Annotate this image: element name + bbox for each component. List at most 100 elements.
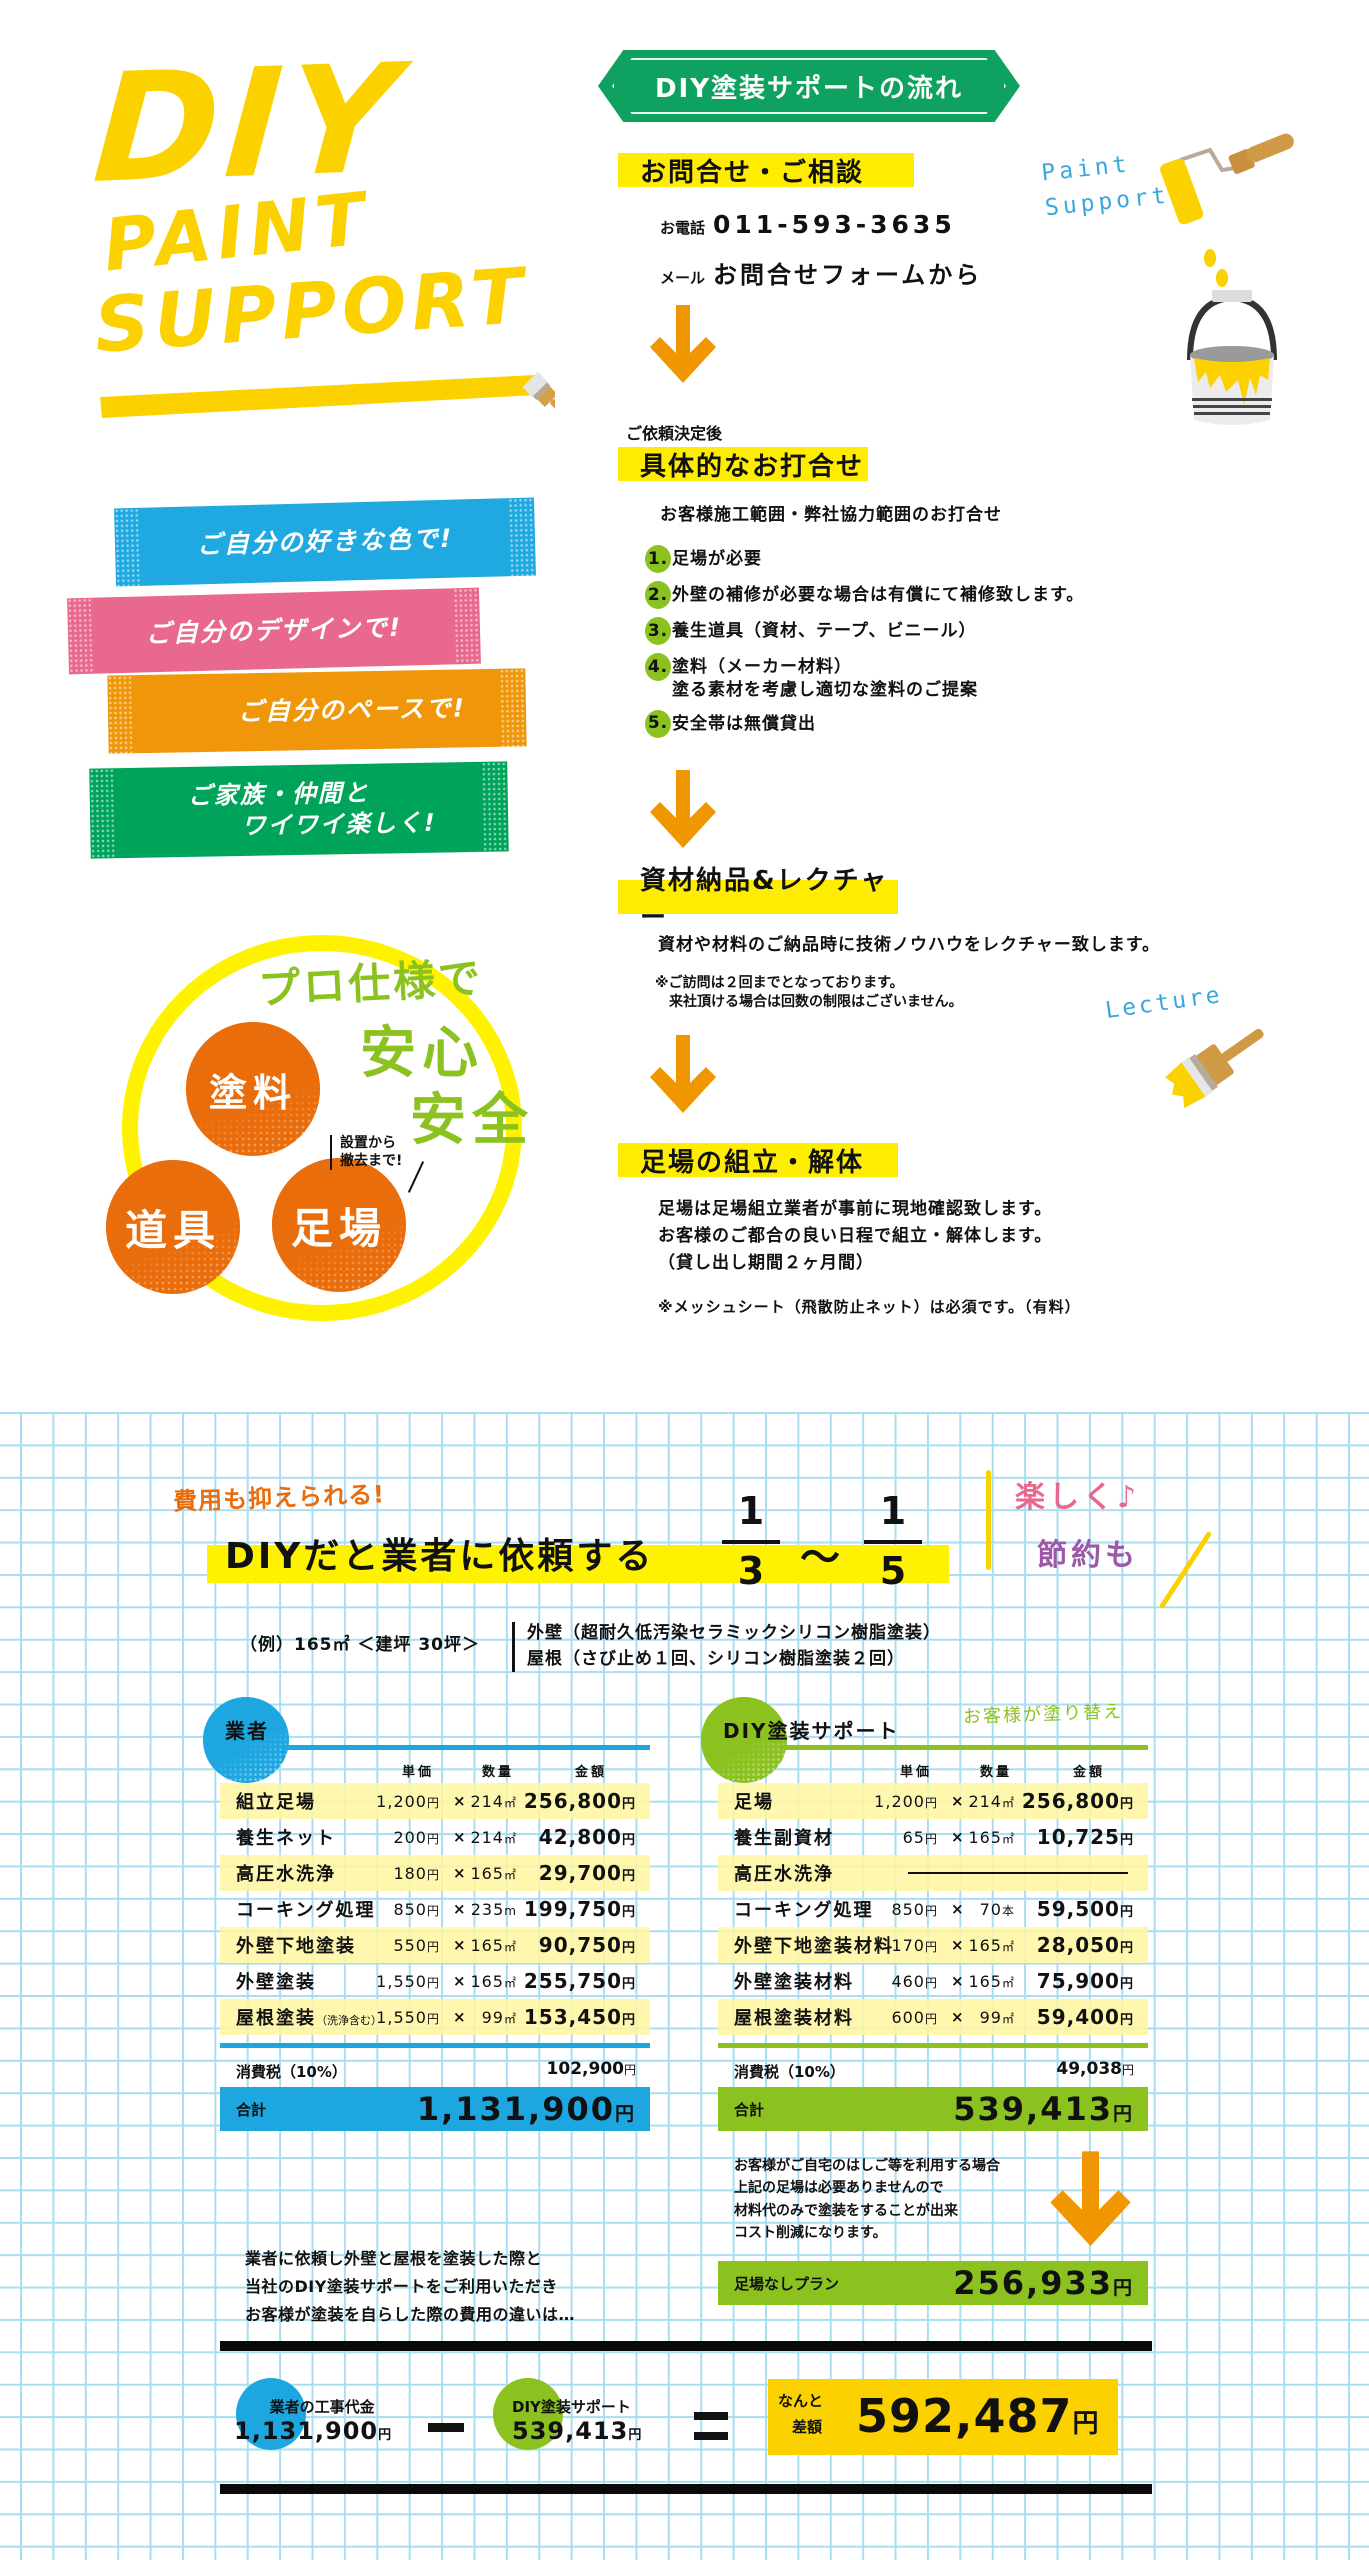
yen-unit: 円	[426, 2011, 440, 2026]
times-sign: ×	[951, 1936, 964, 1954]
total-value: 539,413円	[953, 2090, 1134, 2128]
amount: 29,700円	[539, 1861, 636, 1885]
diy-total-rule	[718, 2043, 1148, 2048]
diy-cost-circle	[493, 2378, 563, 2450]
badge-item-paint: 塗料	[186, 1022, 320, 1156]
yen-unit: 円	[1119, 1905, 1134, 1920]
unit-price: 460円	[891, 1972, 938, 1991]
example-roof-spec: 屋根（さび止め１回、シリコン樹脂塗装２回）	[527, 1649, 905, 1670]
step3-note-line2: 来社頂ける場合は回数の制限はございません。	[669, 993, 963, 1010]
yen-unit: 円	[628, 2428, 643, 2443]
amount-value: 59,500	[1036, 1897, 1120, 1921]
times-sign: ×	[951, 2008, 964, 2026]
yen-unit: 円	[426, 1903, 440, 1918]
contact-form-link[interactable]: お問合せフォームから	[713, 261, 983, 289]
minus-sign	[428, 2423, 464, 2432]
flow-arrow-down-icon	[650, 770, 716, 848]
unit-price-value: 600	[891, 2007, 925, 2027]
diy-ladder-note: お客様がご自宅のはしご等を利用する場合 上記の足場は必要ありませんので 材料代の…	[734, 2155, 1000, 2245]
equation-top-rule	[220, 2341, 1152, 2351]
unit-price-value: 850	[891, 1899, 925, 1919]
summary-line: お客様が塗装を自らした際の費用の違いは…	[245, 2305, 576, 2324]
tax-label: 消費税（10%）	[236, 2063, 347, 2081]
tagline-text: ワイワイ楽しく!	[241, 808, 437, 840]
step2-list: 1. 足場が必要 2. 外壁の補修が必要な場合は有償にて補修致します。 3. 養…	[645, 545, 1205, 749]
amount: 28,050円	[1037, 1933, 1134, 1957]
quantity: 165㎡	[470, 1936, 517, 1955]
amount: 42,800円	[539, 1825, 636, 1849]
scaffold-note: 設置から 撤去まで!	[330, 1135, 402, 1170]
flow-title-badge: DIY塗装サポートの流れ	[598, 50, 1020, 122]
quantity-value: 70	[979, 1899, 1002, 1919]
item-name-text: コーキング処理	[236, 1900, 376, 1921]
total-label: 合計	[734, 2100, 765, 2119]
tilde: 〜	[800, 1535, 840, 1581]
summary-line: 業者に依頼し外壁と屋根を塗装した際と	[245, 2249, 543, 2268]
item-name: 外壁塗装材料	[734, 1968, 854, 1994]
phone-number-link[interactable]: 011-593-3635	[713, 210, 956, 239]
quantity-unit: ㎡	[503, 1831, 517, 1846]
grid-paper-background	[0, 1412, 1369, 2560]
unit-price: 170円	[891, 1936, 938, 1955]
result-prefix-line1: なんと	[778, 2392, 824, 2410]
quantity: 214㎡	[470, 1792, 517, 1811]
step2-intro: お客様施工範囲・弊社協力範囲のお打合せ	[660, 505, 1002, 525]
paint-roller-bucket-icon	[1160, 133, 1294, 425]
quantity-value: 165	[968, 1971, 1002, 1991]
amount: 59,400円	[1037, 2005, 1134, 2029]
tax-label: 消費税（10%）	[734, 2063, 845, 2081]
quantity-unit: ㎡	[1001, 1795, 1015, 1810]
deco-lecture-text: Lecture	[1103, 981, 1225, 1025]
total-amount: 1,131,900	[416, 2090, 615, 2128]
flow-arrow-down-icon	[650, 1035, 716, 1113]
step3-body: 資材や材料のご納品時に技術ノウハウをレクチャー致します。	[658, 935, 1161, 955]
badge-item-label: 道具	[124, 1205, 221, 1255]
times-sign: ×	[453, 1864, 466, 1882]
fraction-bar	[722, 1540, 780, 1544]
tagline-text: ご家族・仲間と	[187, 778, 370, 810]
times-sign: ×	[951, 1792, 964, 1810]
quantity-value: 165	[968, 1827, 1002, 1847]
list-item: 5. 安全帯は無償貸出	[645, 709, 1205, 738]
badge-item-scaffold: 足場	[272, 1158, 406, 1292]
unit-price-value: 200	[393, 1827, 427, 1847]
amount: 75,900円	[1037, 1969, 1134, 1993]
arrow-down-icon	[1050, 2151, 1131, 2247]
amount: 10,725円	[1037, 1825, 1134, 1849]
phone-label: お電話	[660, 219, 706, 237]
deco-save-text: 節約も	[1037, 1538, 1139, 1573]
times-sign: ×	[951, 1972, 964, 1990]
amount: 90,750円	[539, 1933, 636, 1957]
item-name: 外壁下地塗装材料	[734, 1932, 894, 1958]
result-box: なんと 差額 592,487円	[768, 2379, 1118, 2455]
amount-value: 75,900	[1036, 1969, 1120, 1993]
yen-unit: 円	[1119, 1941, 1134, 1956]
step3-note-line1: ※ご訪問は２回までとなっております。	[655, 975, 904, 991]
equation-left: 業者の工事代金 1,131,900円	[234, 2396, 392, 2445]
amount-value: 256,800	[523, 1789, 622, 1813]
diy-title-rule	[780, 1745, 1148, 1750]
step3-heading-text: 資材納品&レクチャー	[640, 866, 889, 933]
flow-arrow-down-icon	[650, 305, 716, 383]
badge-item-tools: 道具	[106, 1160, 240, 1294]
equation-left-label: 業者の工事代金	[269, 2398, 375, 2416]
table-row: 高圧水洗浄	[718, 1855, 1148, 1891]
unit-price-value: 1,550	[376, 2007, 427, 2027]
yen-unit: 円	[426, 1831, 440, 1846]
no-scaffold-value: 256,933円	[953, 2264, 1134, 2302]
fraction-denominator: 5	[879, 1549, 907, 1593]
diy-badge-circle	[701, 1697, 787, 1783]
item-name: 高圧水洗浄	[236, 1860, 336, 1886]
quantity: 99㎡	[980, 2008, 1015, 2027]
tax-amount: 49,038	[1056, 2059, 1122, 2079]
step4-body-line2: お客様のご都合の良い日程で組立・解体します。	[658, 1226, 1053, 1247]
example-wall-spec: 外壁（超耐久低汚染セラミックシリコン樹脂塗装）	[527, 1623, 941, 1643]
fraction-bar	[864, 1540, 922, 1544]
equation-mid-label: DIY塗装サポート	[512, 2398, 631, 2416]
